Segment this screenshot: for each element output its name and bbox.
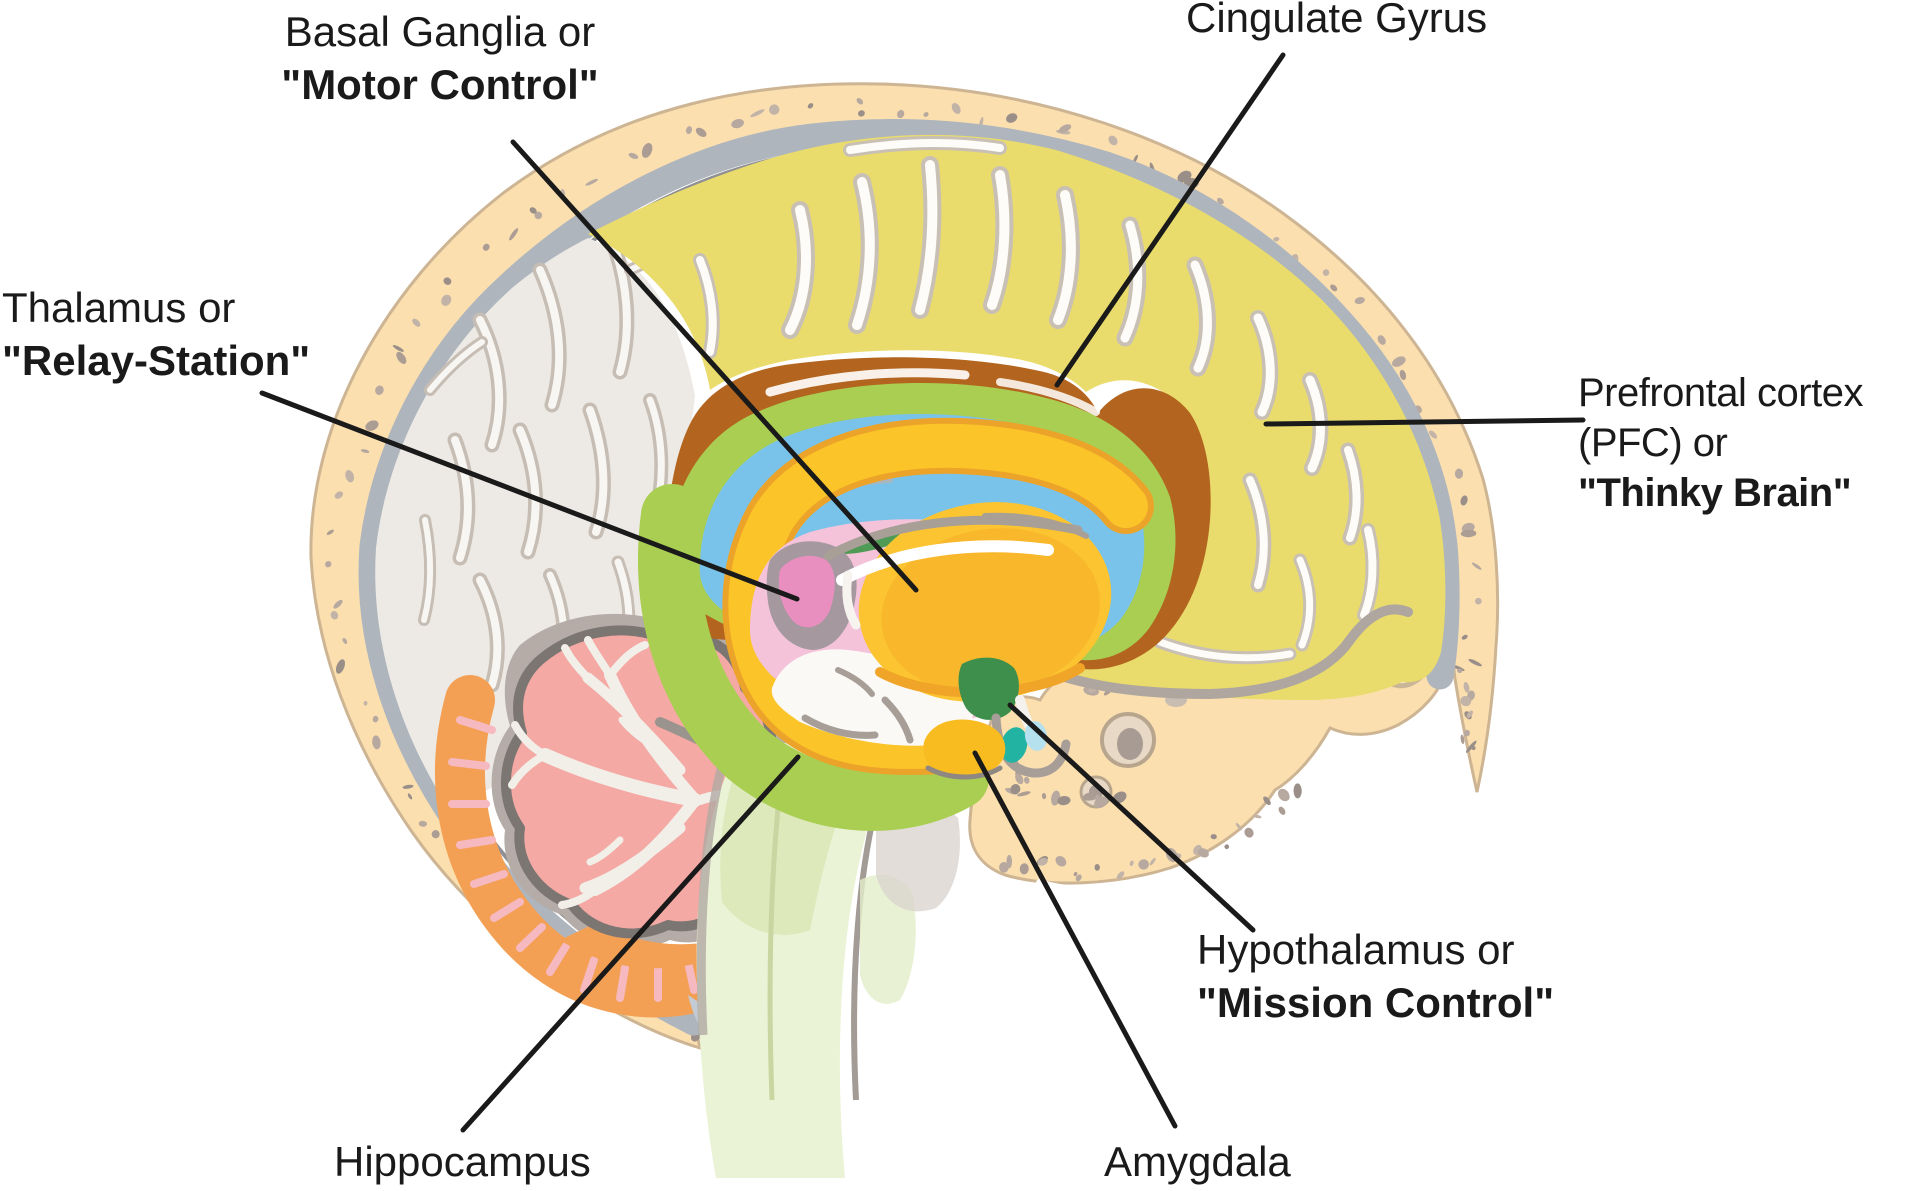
leader-hippocampus xyxy=(460,754,801,1133)
leader-cingulate-gyrus xyxy=(1054,52,1286,388)
ear-canal-inner xyxy=(1117,728,1143,760)
label-basal-ganglia-nickname: "Motor Control" xyxy=(281,60,599,108)
amygdala xyxy=(923,719,1006,779)
hippocampus-band xyxy=(638,484,989,831)
label-hypothalamus: Hypothalamus or "Mission Control" xyxy=(1197,924,1554,1029)
label-hippocampus: Hippocampus xyxy=(334,1136,591,1189)
cingulate-sulcus-gap xyxy=(996,378,1100,416)
amygdala-shadow xyxy=(925,765,1003,780)
label-thalamus-nickname: "Relay-Station" xyxy=(2,336,311,384)
arbor-vitae xyxy=(508,636,735,909)
leader-thalamus xyxy=(259,390,800,602)
leader-basal-ganglia xyxy=(510,139,919,593)
leader-hypothalamus xyxy=(1007,702,1256,933)
leader-amygdala xyxy=(972,750,1178,1129)
label-thalamus-name: Thalamus or xyxy=(2,284,236,331)
thalamus xyxy=(778,555,835,628)
label-hippocampus-name: Hippocampus xyxy=(334,1138,591,1185)
cingulate-sulcus-gap xyxy=(765,368,970,397)
midbrain-detail xyxy=(801,667,914,744)
internal-capsule xyxy=(823,515,1083,561)
basal-ganglia-inner xyxy=(881,528,1100,695)
leader-lines xyxy=(259,52,1586,1133)
label-amygdala-name: Amygdala xyxy=(1104,1138,1291,1185)
label-amygdala: Amygdala xyxy=(1104,1136,1291,1189)
label-cingulate-gyrus-name: Cingulate Gyrus xyxy=(1186,0,1488,41)
internal-capsule-highlight xyxy=(836,540,1054,586)
label-hypothalamus-nickname: "Mission Control" xyxy=(1197,978,1555,1026)
label-thalamus: Thalamus or "Relay-Station" xyxy=(2,282,310,387)
skull-base-dura-line xyxy=(1015,604,1413,700)
label-pfc-abbrev: (PFC) or xyxy=(1578,421,1728,465)
label-pfc-nickname: "Thinky Brain" xyxy=(1578,471,1852,515)
fornix-ring xyxy=(728,423,1148,769)
label-prefrontal-cortex: Prefrontal cortex (PFC) or "Thinky Brain… xyxy=(1578,368,1863,518)
label-hypothalamus-name: Hypothalamus or xyxy=(1197,926,1515,973)
pituitary-posterior xyxy=(1000,727,1028,763)
label-basal-ganglia: Basal Ganglia or "Motor Control" xyxy=(260,6,620,111)
brainstem-left-edge xyxy=(696,763,727,1036)
label-pfc-name: Prefrontal cortex xyxy=(1578,371,1863,415)
label-basal-ganglia-name: Basal Ganglia or xyxy=(284,8,596,55)
leader-prefrontal-cortex xyxy=(1263,417,1586,427)
hypothalamus xyxy=(958,657,1019,720)
pituitary-anterior xyxy=(1024,721,1048,751)
capsule-sliver xyxy=(842,570,861,630)
deep-structures xyxy=(923,657,1071,780)
capsule-line xyxy=(982,512,1089,539)
label-cingulate-gyrus: Cingulate Gyrus xyxy=(1186,0,1487,45)
brainstem-midline xyxy=(767,789,783,1101)
